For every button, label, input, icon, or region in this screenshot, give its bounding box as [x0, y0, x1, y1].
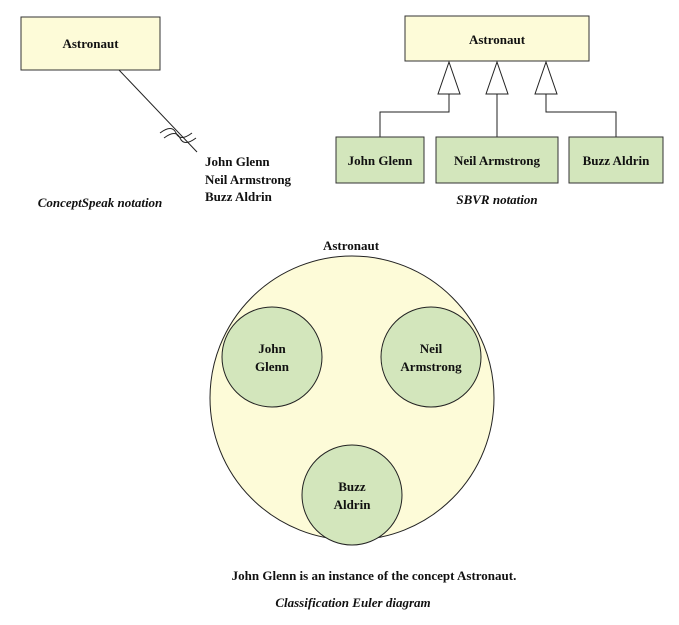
conceptspeak-connector-mark — [159, 128, 193, 138]
sbvr-caption: SBVR notation — [456, 192, 537, 207]
conceptspeak-panel: Astronaut John Glenn Neil Armstrong Buzz… — [20, 16, 292, 210]
sbvr-generalization-arrowhead — [437, 60, 461, 95]
sbvr-generalization-line — [545, 94, 617, 137]
sbvr-instance-label: John Glenn — [348, 153, 413, 168]
sbvr-concept-label: Astronaut — [469, 32, 526, 47]
conceptspeak-instance-label: John Glenn — [205, 154, 270, 169]
euler-instance-label: Aldrin — [334, 497, 372, 512]
euler-instance-circle — [380, 306, 482, 408]
conceptspeak-caption: ConceptSpeak notation — [38, 195, 163, 210]
sbvr-instance-box — [335, 136, 425, 184]
sbvr-generalization-line — [379, 94, 450, 137]
sbvr-instance-label: Neil Armstrong — [454, 153, 541, 168]
euler-instance-circle — [221, 306, 323, 408]
euler-instance-label: Buzz — [338, 479, 366, 494]
euler-caption: Classification Euler diagram — [275, 595, 430, 610]
euler-instance-label: Glenn — [255, 359, 290, 374]
sbvr-panel: Astronaut John Glenn Neil Armstrong Buzz… — [335, 15, 664, 207]
euler-instance-label: Neil — [420, 341, 443, 356]
euler-instance-label: Armstrong — [400, 359, 462, 374]
euler-instance-label: John — [258, 341, 286, 356]
conceptspeak-instance-label: Buzz Aldrin — [205, 189, 273, 204]
sbvr-instance-box — [568, 136, 664, 184]
euler-concept-label: Astronaut — [323, 238, 380, 253]
conceptspeak-connector-mark — [163, 133, 197, 143]
euler-statement: John Glenn is an instance of the concept… — [232, 568, 517, 583]
euler-instance-circle — [301, 444, 403, 546]
conceptspeak-instance-label: Neil Armstrong — [205, 172, 292, 187]
sbvr-generalization-arrowhead — [534, 60, 558, 95]
euler-panel: Astronaut John Glenn Neil Armstrong Buzz… — [209, 238, 517, 610]
conceptspeak-concept-label: Astronaut — [62, 36, 119, 51]
sbvr-instance-label: Buzz Aldrin — [583, 153, 651, 168]
conceptspeak-instance-connector — [118, 69, 198, 153]
conceptspeak-concept-box — [20, 16, 161, 71]
sbvr-instance-box — [435, 136, 559, 184]
sbvr-concept-box — [404, 15, 590, 62]
sbvr-generalization-arrowhead — [485, 60, 509, 95]
